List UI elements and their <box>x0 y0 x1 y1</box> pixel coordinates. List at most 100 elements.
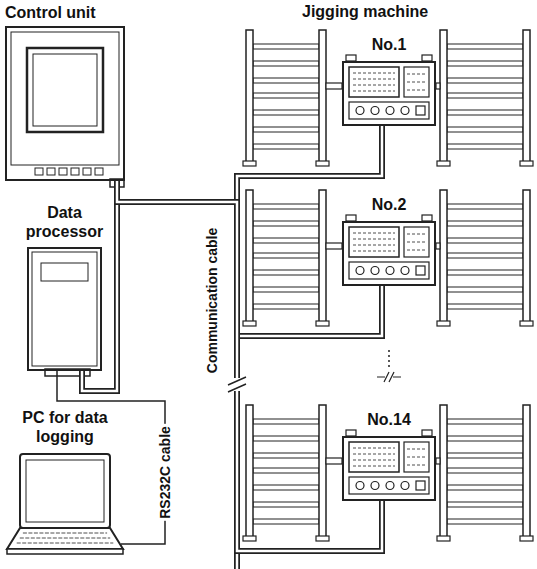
push-button <box>401 107 409 115</box>
button-strip <box>349 102 429 119</box>
roller <box>447 110 523 115</box>
data-processor: Data processor <box>17 203 112 371</box>
drive-shaft <box>326 458 342 464</box>
terminal <box>83 168 91 175</box>
roller <box>447 485 523 490</box>
frame-foot <box>243 321 256 326</box>
roller <box>447 304 523 309</box>
display-segments <box>353 460 395 461</box>
roller-frame-post <box>319 190 326 325</box>
keypad-keys <box>407 465 426 466</box>
node-heading: No.2 <box>342 195 436 214</box>
keyboard-row <box>20 538 110 539</box>
terminal <box>35 168 43 175</box>
roller-frame-post <box>246 190 253 325</box>
frame-foot <box>520 536 533 541</box>
roller <box>447 127 523 132</box>
keyboard-row <box>23 533 107 534</box>
roller <box>253 468 319 473</box>
laptop-lid <box>20 454 110 528</box>
jigging-machine-controller: No.14 <box>342 410 436 501</box>
terminal <box>71 168 79 175</box>
roller-frame-post <box>319 405 326 540</box>
cable-outer <box>82 181 117 391</box>
node-heading: PC for data logging <box>5 408 125 446</box>
roller <box>253 144 319 149</box>
communication-cable <box>82 181 117 391</box>
node-heading: No.14 <box>342 410 436 429</box>
control-unit-body <box>5 26 125 181</box>
node-heading: Control unit <box>5 3 125 22</box>
roller <box>447 419 523 424</box>
cable-inner <box>117 126 382 202</box>
roller <box>253 238 319 243</box>
cable-outer <box>117 126 382 202</box>
display-segments <box>353 73 395 74</box>
display-panel <box>349 67 399 97</box>
display-segments <box>353 239 395 240</box>
display-segments <box>353 79 395 80</box>
push-button <box>401 267 409 275</box>
display-segments <box>353 448 395 449</box>
keypad <box>404 67 429 97</box>
roller <box>447 287 523 292</box>
cable-label: Communication cable <box>204 225 221 374</box>
switch <box>416 266 425 275</box>
display-segments <box>353 91 395 92</box>
push-button <box>371 107 379 115</box>
roller <box>253 287 319 292</box>
roller <box>447 221 523 226</box>
roller <box>253 419 319 424</box>
switch <box>416 481 425 490</box>
roller-frame-post <box>523 30 530 165</box>
roller <box>447 144 523 149</box>
keypad-keys <box>407 90 426 91</box>
keypad-keys <box>407 457 426 458</box>
jigging-machine-controller-body <box>342 221 436 286</box>
roller <box>447 238 523 243</box>
roller-frame-post <box>246 30 253 165</box>
roller <box>253 78 319 83</box>
roller <box>447 453 523 458</box>
display-segments <box>353 454 395 455</box>
continuation-dots <box>388 350 390 368</box>
pc-laptop-body <box>5 452 125 556</box>
roller <box>447 502 523 507</box>
display-segments <box>353 466 395 467</box>
switch <box>416 106 425 115</box>
push-button <box>356 107 364 115</box>
keypad-keys <box>407 242 426 243</box>
frame-foot <box>316 321 329 326</box>
roller <box>253 204 319 209</box>
laptop-screen <box>26 460 104 522</box>
roller <box>447 78 523 83</box>
push-button <box>371 482 379 490</box>
touch-screen-inner <box>33 54 97 126</box>
push-button <box>386 267 394 275</box>
frame-foot <box>243 536 256 541</box>
cable-line <box>57 371 165 544</box>
display-panel <box>349 227 399 257</box>
keypad-keys <box>407 82 426 83</box>
touch-screen <box>27 48 103 132</box>
roller-frame-post <box>523 405 530 540</box>
push-button <box>356 482 364 490</box>
roller-frame-post <box>523 190 530 325</box>
terminal <box>59 168 67 175</box>
keypad-keys <box>407 449 426 450</box>
laptop-keyboard-deck <box>7 528 123 549</box>
roller <box>253 253 319 258</box>
keypad-keys <box>407 250 426 251</box>
frame-foot <box>437 321 450 326</box>
control-unit: Control unit <box>5 3 125 181</box>
keypad-keys <box>407 74 426 75</box>
display-panel <box>349 442 399 472</box>
roller <box>253 44 319 49</box>
drive-shaft <box>326 83 342 89</box>
frame-foot <box>437 161 450 166</box>
push-button <box>386 107 394 115</box>
display-segments <box>353 245 395 246</box>
roller <box>253 502 319 507</box>
